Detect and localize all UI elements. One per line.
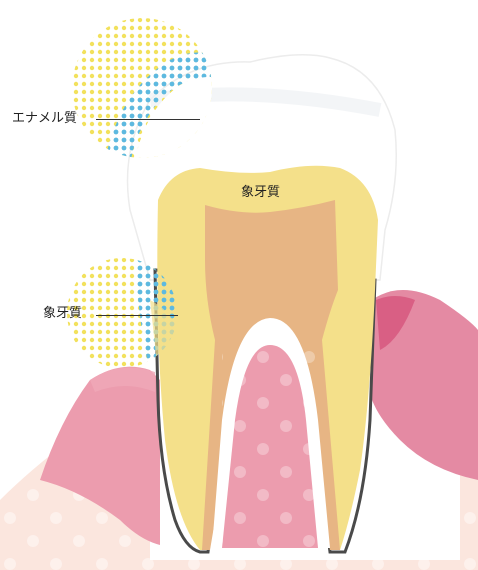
- dentin-zoom-label: 象牙質: [43, 307, 82, 320]
- dentin-leader-line: [96, 315, 178, 316]
- enamel-leader-line: [96, 119, 200, 120]
- root-canal-dots: [222, 345, 318, 548]
- enamel-label: エナメル質: [12, 112, 77, 125]
- dentin-main-label: 象牙質: [241, 186, 280, 199]
